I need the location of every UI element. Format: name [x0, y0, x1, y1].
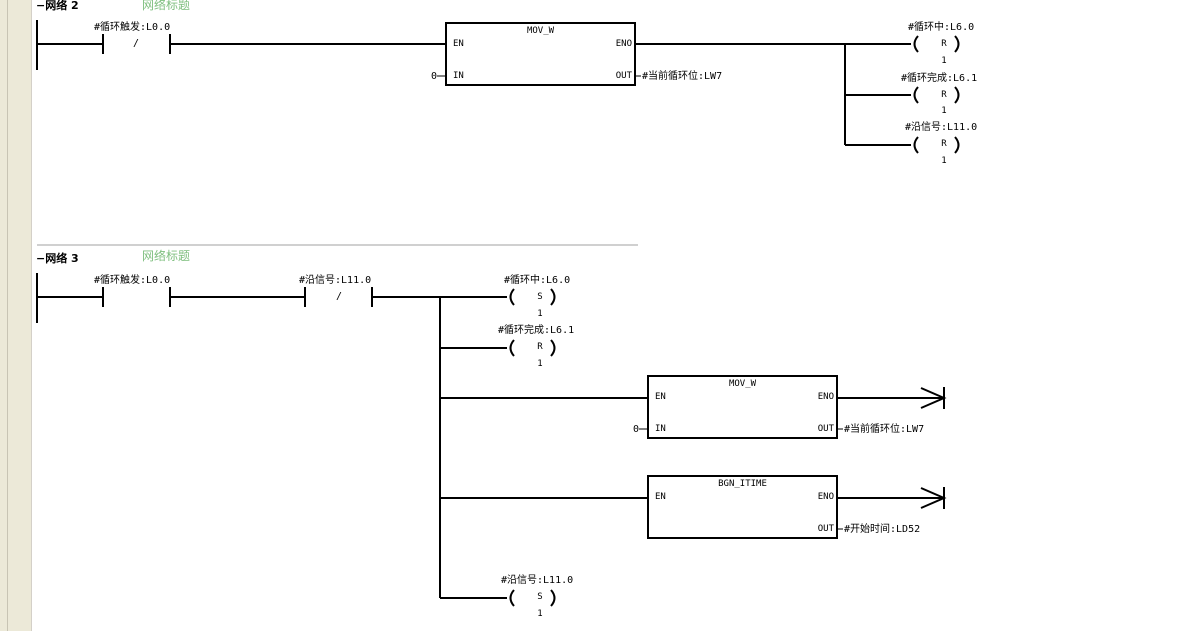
network3-header[interactable]: −网络 3 [36, 253, 79, 264]
network3-label: 网络 3 [45, 252, 79, 265]
collapse-toggle-icon[interactable]: − [36, 252, 46, 265]
n2-coil2-op[interactable]: R [941, 90, 947, 100]
n3-bgn-itime-out: OUT [817, 524, 834, 534]
n2-mov-w-name[interactable]: MOV_W [526, 26, 555, 36]
n2-contact-nc-symbol[interactable]: / [133, 38, 140, 49]
n3-mov-w-name[interactable]: MOV_W [728, 379, 757, 389]
n2-coil3-right [954, 136, 960, 154]
n3-contact1-address[interactable]: #循环触发:L0.0 [94, 275, 171, 286]
n3-coil1-address[interactable]: #循环中:L6.0 [504, 275, 571, 286]
network2-header[interactable]: −网络 2 [36, 0, 79, 11]
n2-coil2-right [954, 86, 960, 104]
n3-bgn-itime-en: EN [655, 492, 666, 502]
n3-bgn-itime-box [647, 475, 838, 539]
n3-coil1-count[interactable]: 1 [537, 309, 543, 319]
n2-coil1-right [954, 35, 960, 53]
n2-coil1-address[interactable]: #循环中:L6.0 [908, 22, 975, 33]
n3-bgn-itime-eno: ENO [817, 492, 834, 502]
n3-bgn-itime-out-value[interactable]: #开始时间:LD52 [844, 524, 921, 535]
network2-label: 网络 2 [45, 0, 79, 12]
n2-mov-w-en: EN [453, 39, 464, 49]
n3-coil2-op[interactable]: R [537, 342, 543, 352]
n2-coil3-address[interactable]: #沿信号:L11.0 [905, 122, 978, 133]
n2-coil2-address[interactable]: #循环完成:L6.1 [901, 73, 978, 84]
n3-coil3-address[interactable]: #沿信号:L11.0 [501, 575, 574, 586]
collapse-toggle-icon[interactable]: − [36, 0, 46, 12]
n3-mov-w-en: EN [655, 392, 666, 402]
n2-coil3-op[interactable]: R [941, 139, 947, 149]
n2-mov-w-out-value[interactable]: #当前循环位:LW7 [642, 71, 723, 82]
n3-mov-w-out: OUT [817, 424, 834, 434]
n2-contact-address[interactable]: #循环触发:L0.0 [94, 22, 171, 33]
n3-mov-w-box [647, 375, 838, 439]
n3-coil2-count[interactable]: 1 [537, 359, 543, 369]
left-gutter [0, 0, 32, 631]
network2-title[interactable]: 网络标题 [142, 0, 191, 12]
n3-mov-w-eno: ENO [817, 392, 834, 402]
n3-mov-w-in: IN [655, 424, 666, 434]
n2-mov-w-box [445, 22, 636, 86]
n3-contact2-nc-symbol[interactable]: / [336, 291, 343, 302]
n2-mov-w-out: OUT [615, 71, 632, 81]
n3-coil1-op[interactable]: S [537, 292, 543, 302]
n3-contact2-address[interactable]: #沿信号:L11.0 [299, 275, 372, 286]
n2-mov-w-in: IN [453, 71, 464, 81]
n2-coil3-count[interactable]: 1 [941, 156, 947, 166]
n2-coil2-count[interactable]: 1 [941, 106, 947, 116]
n3-coil2-address[interactable]: #循环完成:L6.1 [498, 325, 575, 336]
n2-mov-w-in-value[interactable]: 0 [431, 71, 438, 82]
n2-mov-w-eno: ENO [615, 39, 632, 49]
n2-coil1-count[interactable]: 1 [941, 56, 947, 66]
n2-coil1-left [913, 35, 919, 53]
n3-coil3-op[interactable]: S [537, 592, 543, 602]
network3-title[interactable]: 网络标题 [142, 249, 191, 263]
n3-mov-w-out-value[interactable]: #当前循环位:LW7 [844, 424, 925, 435]
n2-coil2-left [913, 86, 919, 104]
n3-bgn-itime-name[interactable]: BGN_ITIME [718, 479, 767, 489]
n3-mov-w-in-value[interactable]: 0 [633, 424, 640, 435]
n2-coil3-left [913, 136, 919, 154]
n3-coil3-count[interactable]: 1 [537, 609, 543, 619]
n2-coil1-op[interactable]: R [941, 39, 947, 49]
